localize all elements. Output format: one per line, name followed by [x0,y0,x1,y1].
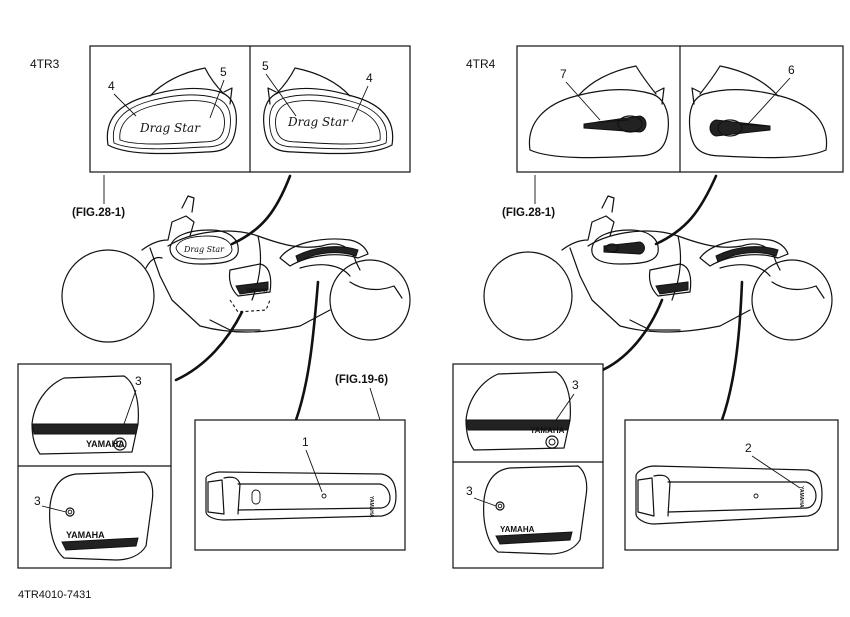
side-cover-panel-right: YAMAHA YAMAHA 3 3 [452,363,604,569]
figure-ref-28-1-right: (FIG.28-1) [502,207,555,219]
fuel-tank-right-side: Drag Star [263,67,394,155]
fuel-tank-left-side-4tr4 [528,65,669,159]
rear-fender-panel-left: YAMAHA 1 [194,419,406,551]
rear-fender-panel-right: YAMAHA 2 [624,419,839,551]
callout-1: 1 [302,435,309,449]
tank-decal-panel-left: Drag Star Drag Star 4 5 5 4 [89,45,411,173]
callout-6: 6 [788,63,795,77]
svg-text:YAMAHA: YAMAHA [246,288,268,294]
connector-line [294,280,320,422]
figure-ref-28-1-left: (FIG.28-1) [72,207,125,219]
tank-decal-panel-right: 7 6 [516,45,844,173]
model-label-right: 4TR4 [466,57,496,71]
drag-star-decal-text-right: Drag Star [287,115,349,129]
connector-line [654,174,718,246]
connector-line [596,298,664,374]
svg-text:YAMAHA: YAMAHA [368,496,374,518]
yamaha-decal-text: YAMAHA [500,525,535,534]
yamaha-decal-text: YAMAHA [530,426,565,435]
callout-2: 2 [745,441,752,455]
callout-4: 4 [108,79,115,93]
drag-star-decal-text: Drag Star [139,121,201,135]
model-label-left: 4TR3 [30,57,60,71]
connector-line [174,310,244,382]
callout-5: 5 [262,59,269,73]
callout-3: 3 [135,374,142,388]
fuel-tank-left-side: Drag Star [106,67,237,155]
motorcycle-illustration-right [483,195,833,341]
motorcycle-illustration-left: Drag Star YAMAHA [61,195,411,343]
fuel-tank-right-side-4tr4 [688,65,828,159]
callout-5: 5 [220,65,227,79]
callout-3: 3 [34,494,41,508]
yamaha-decal-text: YAMAHA [66,530,105,540]
callout-3: 3 [572,378,579,392]
yamaha-decal-text: YAMAHA [86,439,125,449]
side-cover-panel-left: YAMAHA YAMAHA 3 3 [17,363,172,569]
connector-line [230,174,292,246]
connector-line [720,280,744,422]
figure-ref-19-6: (FIG.19-6) [335,374,388,386]
svg-text:YAMAHA: YAMAHA [798,486,804,508]
callout-4: 4 [366,71,373,85]
callout-7: 7 [560,67,567,81]
svg-text:Drag Star: Drag Star [183,245,225,254]
callout-3: 3 [466,484,473,498]
diagram-code: 4TR4010-7431 [18,589,91,601]
